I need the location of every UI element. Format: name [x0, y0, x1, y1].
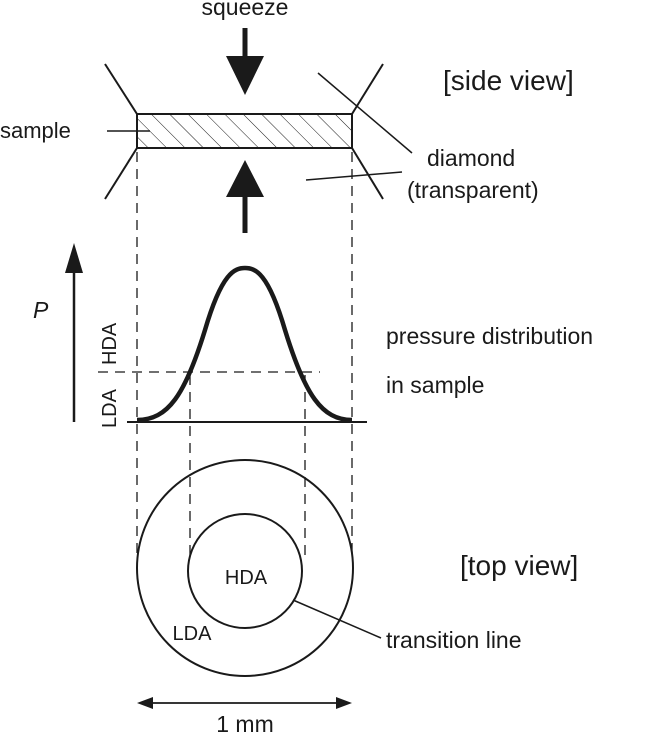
projection-guides [98, 152, 353, 555]
diamond-label-line2: (transparent) [407, 177, 539, 203]
sample-label: sample [0, 118, 71, 143]
squeeze-arrow-down [226, 28, 264, 95]
pressure-curve [136, 265, 353, 423]
side-view-label: [side view] [443, 65, 574, 96]
diamond-anvils [104, 63, 384, 200]
top-view-label: [top view] [460, 550, 578, 581]
scale-label: 1 mm [216, 711, 274, 737]
pressure-distribution-label-line2: in sample [386, 372, 484, 398]
diamond-label-line1: diamond [427, 145, 515, 171]
pressure-axis-label: P [33, 297, 49, 323]
pressure-axis-arrow [65, 243, 83, 422]
sample-rect [136, 113, 353, 149]
pressure-distribution-label-line1: pressure distribution [386, 323, 593, 349]
transition-leader-line [292, 599, 382, 639]
scale-bar [137, 697, 352, 709]
lda-region-label: LDA [173, 623, 213, 645]
outer-lda-circle [136, 459, 354, 677]
inner-hda-circle [187, 513, 303, 629]
hda-region-label: HDA [225, 567, 268, 589]
lda-axis-label: LDA [99, 388, 121, 428]
squeeze-label: squeeze [202, 0, 289, 20]
transition-line-label: transition line [386, 627, 522, 653]
diamond-leader-lines [305, 72, 413, 181]
squeeze-arrow-up [226, 160, 264, 233]
hda-axis-label: HDA [99, 322, 121, 365]
